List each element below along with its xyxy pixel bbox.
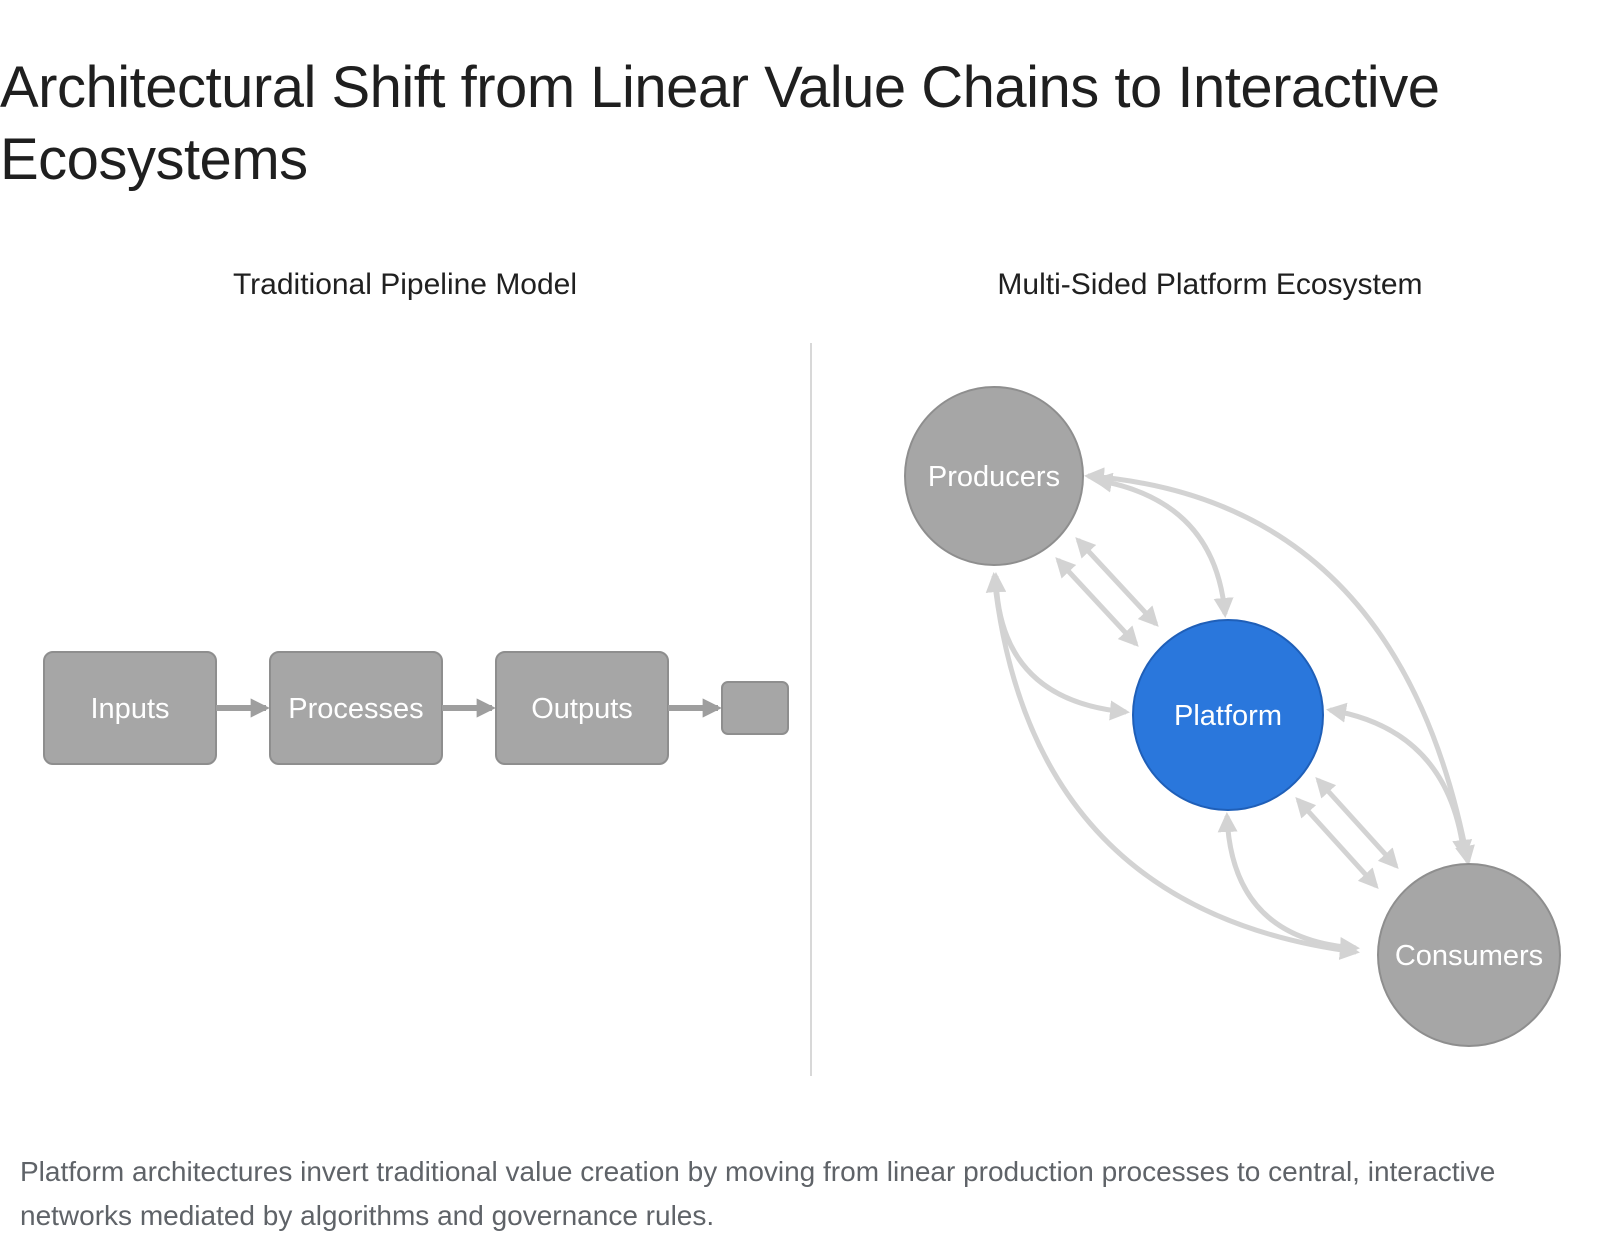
node-platform xyxy=(1132,619,1324,811)
node-label-consumers: Consumers xyxy=(1395,940,1543,972)
arrow-platform-consumers-straight-2 xyxy=(1295,797,1379,889)
ecosystem-diagram: Producers Platform Consumers xyxy=(904,386,1561,1047)
pipeline-label-processes: Processes xyxy=(288,693,423,725)
node-label-platform: Platform xyxy=(1174,700,1282,732)
figure-caption: Platform architectures invert traditiona… xyxy=(20,1156,1496,1231)
arrow-platform-consumers-lower xyxy=(1217,812,1360,957)
arrow-platform-consumers-straight-1 xyxy=(1315,777,1399,869)
node-consumers xyxy=(1377,863,1561,1047)
page-title: Architectural Shift from Linear Value Ch… xyxy=(0,55,1440,192)
node-producers xyxy=(904,386,1084,566)
pipeline-model-title: Traditional Pipeline Model xyxy=(232,268,578,301)
pipeline-diagram: Inputs Processes Outputs xyxy=(43,651,789,765)
panel-divider xyxy=(810,343,812,1076)
pipeline-label-outputs: Outputs xyxy=(531,693,633,725)
arrow-producers-platform-straight-2 xyxy=(1055,557,1139,647)
node-label-producers: Producers xyxy=(928,461,1060,493)
pipeline-label-inputs: Inputs xyxy=(91,693,170,725)
pipeline-box-end xyxy=(721,681,789,735)
arrow-producers-platform-straight-1 xyxy=(1075,537,1159,627)
arrow-platform-consumers-right xyxy=(1326,702,1473,860)
ecosystem-model-title: Multi-Sided Platform Ecosystem xyxy=(997,268,1423,301)
